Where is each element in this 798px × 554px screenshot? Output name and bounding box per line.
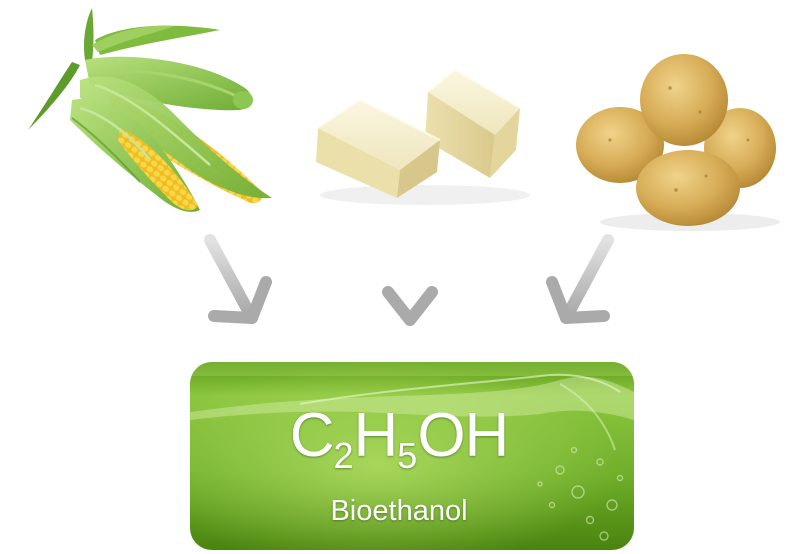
arrow-from-potatoes [546, 234, 614, 324]
tofu-icon [316, 68, 530, 205]
potato-icon [576, 54, 780, 231]
arrow-from-tofu [382, 226, 438, 326]
corn-icon [28, 8, 272, 212]
arrow-from-corn [204, 234, 272, 324]
chemical-formula: C2H5OH [289, 401, 510, 477]
product-box [190, 362, 634, 550]
product-name: Bioethanol [330, 495, 468, 527]
